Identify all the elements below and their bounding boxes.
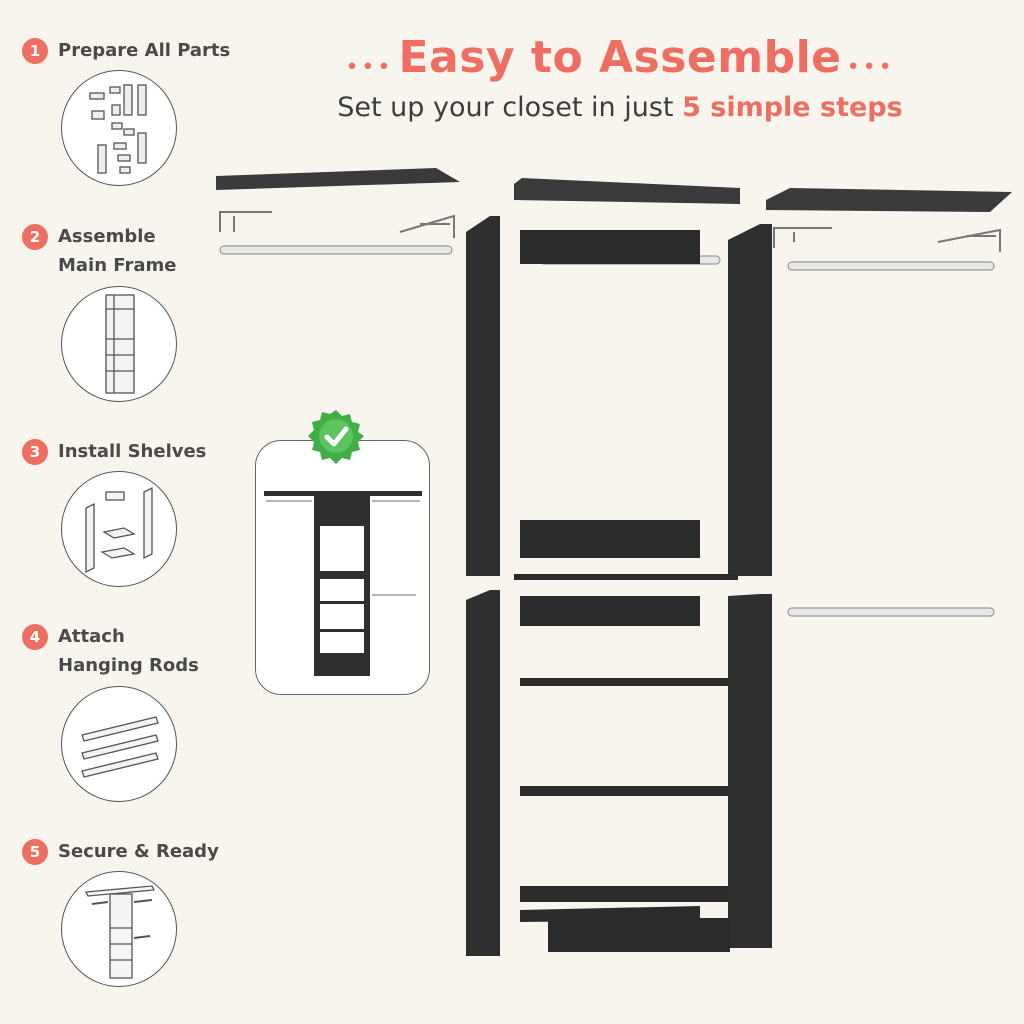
step-2-label: Assemble Main Frame (58, 226, 177, 276)
top-shelves (216, 168, 1012, 212)
title-dots-left: ••• (345, 55, 394, 80)
step-4-number: 4 (22, 624, 48, 650)
hanging-rods (219, 245, 995, 617)
step-4-heading: 4 Attach Hanging Rods (22, 624, 199, 680)
step-3-heading: 3 Install Shelves (22, 439, 206, 466)
inner-panels (514, 230, 738, 952)
title-dots-right: ••• (846, 55, 895, 80)
subtitle-prefix: Set up your closet in just (337, 92, 683, 123)
page-title: ••• Easy to Assemble ••• (300, 32, 940, 83)
step-5-number: 5 (22, 839, 48, 865)
shelves-icon (61, 471, 177, 587)
page-subtitle: Set up your closet in just 5 simple step… (300, 92, 940, 123)
brackets (219, 211, 1001, 252)
subtitle-highlight: 5 simple steps (682, 92, 903, 123)
exploded-closet-illustration (216, 168, 1012, 956)
step-3-number: 3 (22, 439, 48, 465)
side-panels (466, 216, 772, 956)
finished-closet-icon (61, 871, 177, 987)
assembled-closet-illustration (264, 491, 422, 676)
step-2-heading: 2 Assemble Main Frame (22, 224, 176, 280)
step-4-label: Attach Hanging Rods (58, 626, 199, 676)
check-badge-icon (308, 408, 364, 464)
step-1-label: Prepare All Parts (58, 40, 231, 61)
main-frame-icon (61, 286, 177, 402)
step-1-heading: 1 Prepare All Parts (22, 38, 230, 65)
step-1-number: 1 (22, 38, 48, 64)
step-5-heading: 5 Secure & Ready (22, 839, 219, 866)
step-3-label: Install Shelves (58, 441, 207, 462)
hanging-rods-icon (61, 686, 177, 802)
title-text: Easy to Assemble (398, 32, 842, 83)
assembled-preview-card (255, 440, 430, 695)
parts-layout-icon (61, 70, 177, 186)
step-2-number: 2 (22, 224, 48, 250)
step-5-label: Secure & Ready (58, 841, 219, 862)
